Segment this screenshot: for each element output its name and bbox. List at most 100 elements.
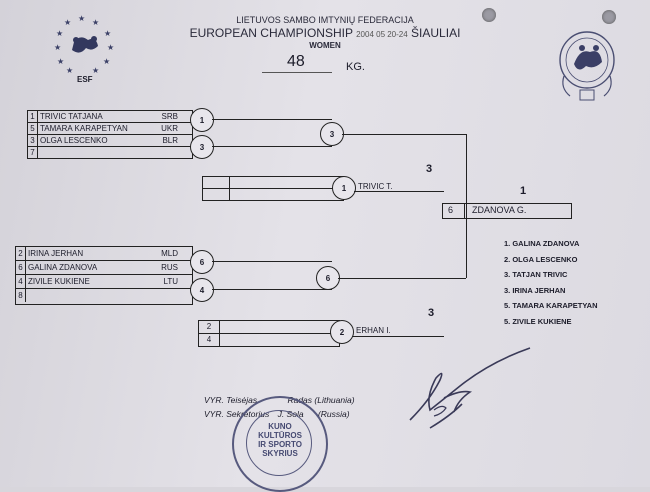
stamp-inner-ring	[246, 410, 312, 476]
final-winner-name: ZDANOVA G.	[472, 205, 527, 215]
final-seed: 6	[448, 205, 454, 215]
esf-logo: ★★★ ★★ ★★ ★★ ★★ ESF	[52, 14, 118, 84]
seed-number: 4	[199, 334, 220, 346]
seed-number: 2	[16, 247, 26, 260]
athlete-name: GALINA ZDANOVA	[28, 263, 98, 272]
bracket-line	[466, 134, 467, 218]
pool-b-row: 8	[16, 289, 192, 302]
country-code: BLR	[162, 136, 178, 145]
stamp-text: KUNO KULTŪROS IR SPORTO SKYRIUS	[234, 422, 326, 458]
seed-number: 7	[28, 147, 38, 158]
standing-item: 3. TATJAN TRIVIC	[504, 270, 568, 279]
seed-number	[203, 189, 230, 200]
bout-circle: 4	[190, 278, 214, 302]
country-code: MLD	[161, 249, 178, 258]
svg-text:★: ★	[64, 18, 71, 27]
wrestling-emblem	[556, 26, 618, 104]
event-title-line: EUROPEAN CHAMPIONSHIP 2004 05 20-24 ŠIAU…	[0, 26, 650, 40]
bracket-line	[212, 119, 332, 120]
repechage-a-winner: TRIVIC T.	[358, 182, 393, 191]
bracket-line	[212, 289, 332, 290]
seed-number: 8	[16, 289, 26, 302]
place-label: 3	[426, 163, 433, 175]
pool-a-row: 7	[28, 147, 192, 158]
repechage-row	[203, 189, 343, 200]
svg-text:★: ★	[54, 43, 61, 52]
weight-unit: KG.	[346, 61, 365, 73]
svg-text:★: ★	[92, 66, 99, 75]
svg-text:★: ★	[78, 14, 85, 23]
svg-text:★: ★	[56, 29, 63, 38]
bout-circle: 3	[320, 122, 344, 146]
chief-secretary-country: (Russia)	[317, 409, 350, 419]
bout-circle: 6	[316, 266, 340, 290]
svg-text:★: ★	[57, 57, 64, 66]
bracket-line	[466, 218, 467, 278]
event-title: EUROPEAN CHAMPIONSHIP	[189, 26, 353, 40]
bracket-line	[338, 278, 466, 279]
bout-circle: 1	[332, 176, 356, 200]
box-divider	[464, 204, 465, 218]
bout-circle: 6	[190, 250, 214, 274]
chief-judge-name: Radas (Lithuania)	[287, 395, 355, 405]
category-label: WOMEN	[309, 41, 341, 50]
bout-circle: 3	[190, 135, 214, 159]
svg-text:★: ★	[107, 43, 114, 52]
svg-text:★: ★	[66, 66, 73, 75]
event-city: ŠIAULIAI	[411, 26, 461, 40]
bracket-line	[354, 191, 444, 192]
seed-number: 6	[16, 261, 26, 274]
stamp-line: SKYRIUS	[262, 449, 298, 458]
repechage-row	[203, 177, 343, 189]
final-winner-box: 6 ZDANOVA G.	[442, 203, 572, 219]
country-code: UKR	[161, 124, 178, 133]
seed-number: 4	[16, 275, 26, 288]
stamp-line: KUNO	[268, 422, 292, 431]
athlete-name: TRIVIC TATJANA	[40, 112, 103, 121]
weight-value: 48	[287, 53, 305, 70]
athlete-name: IRINA JERHAN	[28, 249, 84, 258]
repechage-a-table	[202, 176, 344, 201]
punch-hole	[482, 8, 496, 22]
athlete-name: ZIVILE KUKIENE	[28, 277, 90, 286]
bout-circle: 1	[190, 108, 214, 132]
bout-circle: 2	[330, 320, 354, 344]
standing-item: 3. IRINA JERHAN	[504, 285, 566, 295]
federation-title: LIETUVOS SAMBO IMTYNIŲ FEDERACIJA	[236, 15, 414, 25]
punch-hole	[602, 10, 616, 24]
final-place-label: 1	[520, 185, 527, 197]
seed-number: 5	[28, 123, 38, 134]
seed-number: 1	[28, 111, 38, 122]
chief-secretary-title: VYR. Sekretorius	[204, 409, 270, 419]
country-code: RUS	[161, 263, 178, 272]
standing-item: 1. GALINA ZDANOVA	[504, 239, 580, 248]
bracket-line	[352, 336, 444, 337]
svg-text:★: ★	[92, 18, 99, 27]
standing-item: 5. TAMARA KARAPETYAN	[504, 301, 598, 310]
repechage-row: 4	[199, 334, 339, 346]
svg-text:★: ★	[104, 29, 111, 38]
repechage-b-winner: ERHAN I.	[356, 326, 391, 335]
athlete-name: OLGA LESCENKO	[40, 136, 108, 145]
bracket-line	[212, 146, 332, 147]
seed-number: 3	[28, 135, 38, 146]
country-code: SRB	[161, 112, 178, 121]
stamp-line: IR SPORTO	[258, 440, 302, 449]
athlete-name: TAMARA KARAPETYAN	[40, 124, 128, 133]
chief-judge-title: VYR. Teisėjas	[204, 395, 258, 405]
seed-number	[203, 177, 230, 188]
repechage-b-table: 2 4	[198, 320, 340, 347]
final-standings: 1. GALINA ZDANOVA 2. OLGA LESCENKO 3. TA…	[504, 236, 597, 329]
weight-underline	[262, 72, 332, 73]
chief-judge-line: VYR. Teisėjas Radas (Lithuania)	[204, 395, 355, 405]
bracket-line	[212, 261, 332, 262]
